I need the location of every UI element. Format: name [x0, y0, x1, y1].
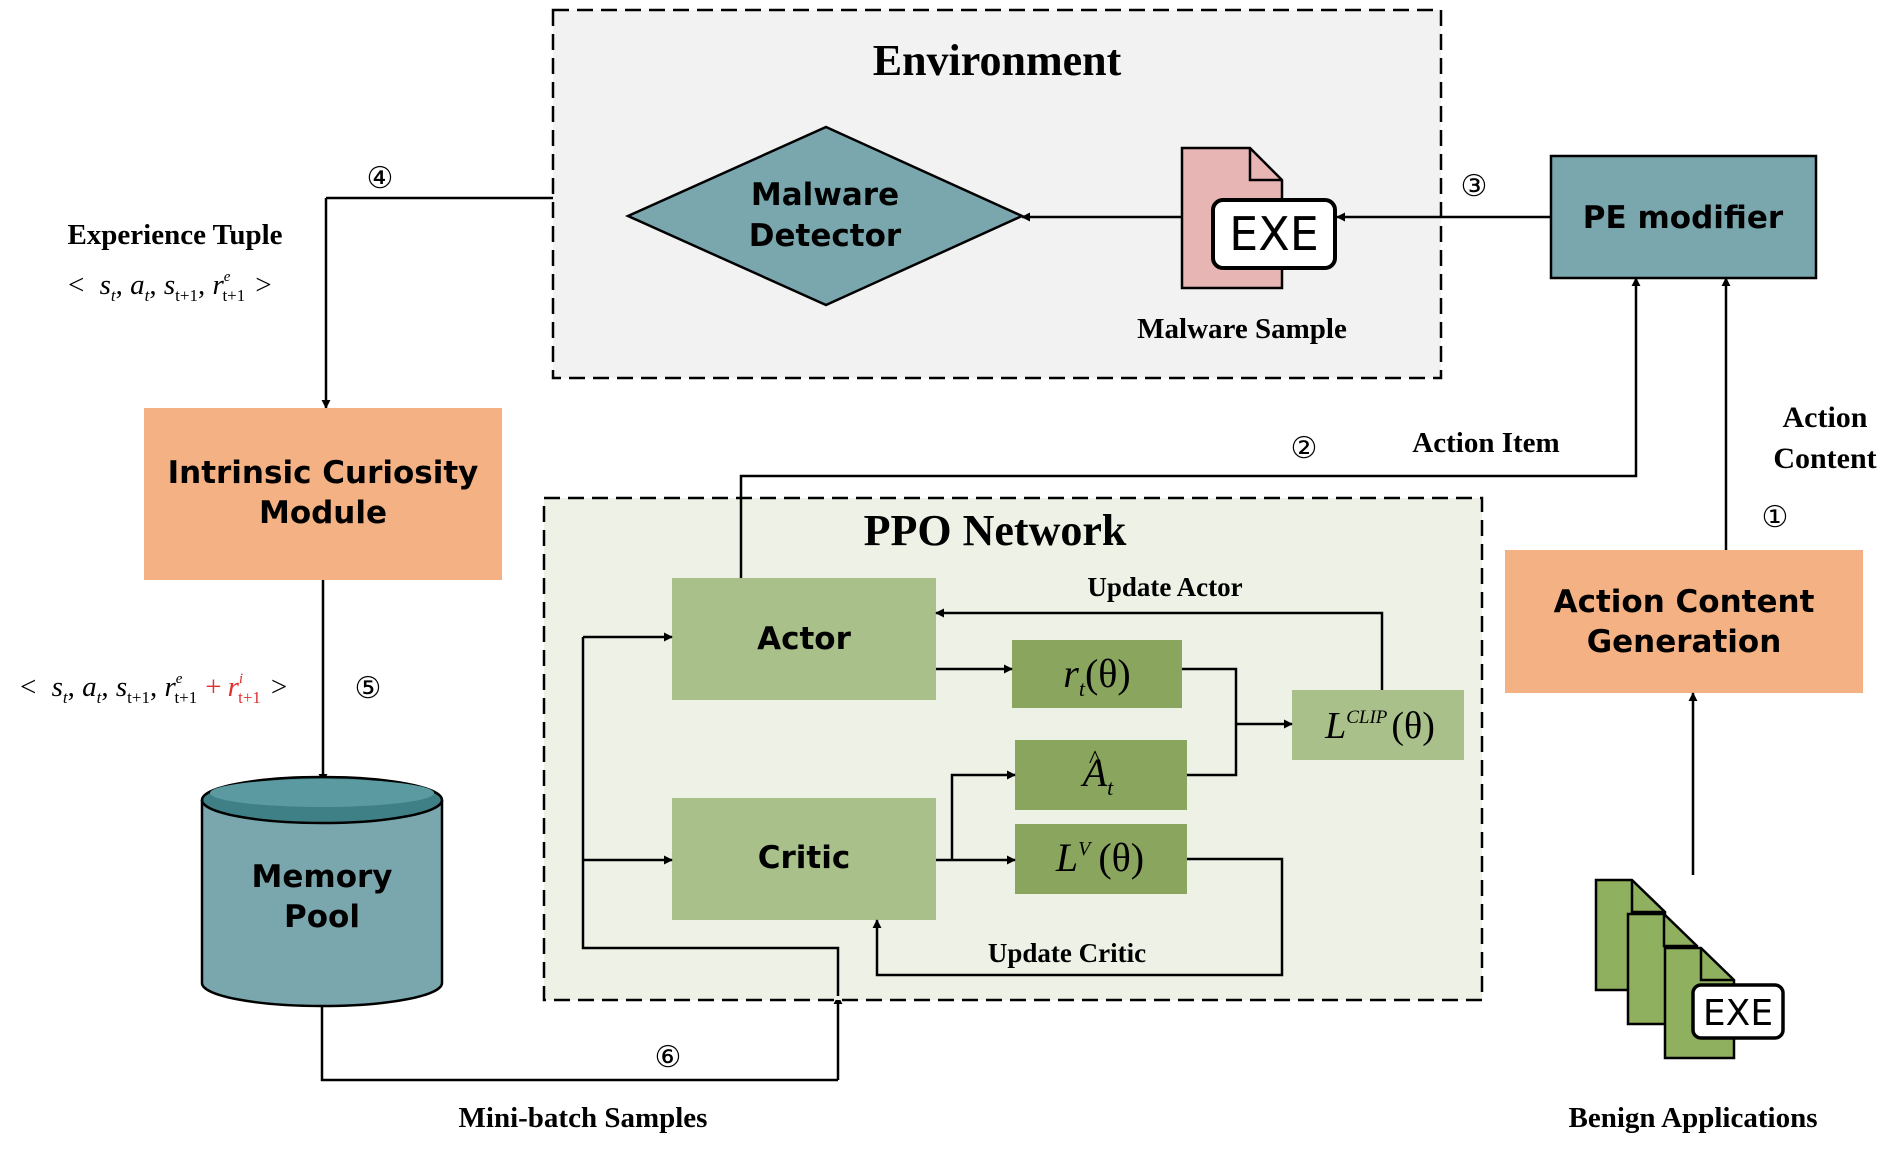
intrinsic-curiosity-module-box	[144, 408, 502, 580]
actor-box	[672, 578, 936, 700]
benign-exe-text: EXE	[1703, 993, 1773, 1034]
clip-loss-box	[1292, 690, 1464, 760]
malware-detector-label-line2: Detector	[749, 218, 902, 254]
experience-tuple-label: Experience Tuple	[67, 219, 282, 251]
benign-app-exe-icons: EXE	[1594, 878, 1785, 1060]
critic-box	[672, 798, 936, 920]
action-content-generation-box	[1505, 550, 1863, 693]
ratio-formula: rt(θ)	[1063, 651, 1131, 701]
memory-pool-label-line1: Memory	[252, 859, 393, 895]
connector-memory-to-ppo	[320, 1006, 838, 1082]
step-4-label: ④	[367, 162, 394, 195]
advantage-formula: At	[1080, 750, 1114, 800]
clip-loss-formula: LCLIP(θ)	[1324, 705, 1435, 747]
advantage-hat: ^	[1089, 745, 1101, 774]
malware-sample-exe-text: EXE	[1229, 207, 1319, 261]
icm-label-line1: Intrinsic Curiosity	[168, 455, 479, 491]
step-6-label: ⑥	[655, 1041, 682, 1074]
action-content-generation-line2: Generation	[1587, 624, 1782, 660]
icm-label-line2: Module	[259, 495, 387, 531]
value-loss-box	[1015, 824, 1187, 894]
advantage-box	[1015, 740, 1187, 810]
ratio-box	[1012, 640, 1182, 708]
pe-modifier-box	[1549, 154, 1818, 280]
connector-ratio-to-clip	[1182, 667, 1238, 777]
benign-applications-label: Benign Applications	[1569, 1102, 1818, 1134]
malware-sample-exe-icon: EXE	[1180, 146, 1337, 290]
actor-label: Actor	[757, 621, 851, 657]
step-2-label: ②	[1291, 432, 1318, 465]
action-content-generation-line1: Action Content	[1554, 584, 1815, 620]
step-5-label: ⑤	[355, 672, 382, 705]
action-item-label: Action Item	[1412, 427, 1559, 459]
mini-batch-label: Mini-batch Samples	[459, 1102, 708, 1134]
step-3-label: ③	[1461, 170, 1488, 203]
malware-detector-label-line1: Malware	[751, 177, 899, 213]
update-critic-arrow	[872, 857, 1284, 977]
action-content-label-line2: Content	[1773, 442, 1876, 475]
ppo-network-title: PPO Network	[864, 506, 1127, 555]
step-1-label: ①	[1762, 501, 1789, 534]
update-actor-arrow	[935, 608, 1384, 690]
arrow-actor-to-pe	[739, 277, 1641, 578]
value-loss-formula: LV(θ)	[1055, 835, 1144, 880]
connector-minibatch-left	[581, 637, 840, 996]
memory-pool-cylinder	[200, 775, 444, 1008]
pe-modifier-label: PE modifier	[1583, 200, 1784, 236]
environment-title: Environment	[873, 36, 1122, 85]
action-content-label-line1: Action	[1783, 401, 1868, 434]
arrow-critic-to-advantage	[950, 770, 1016, 860]
critic-label: Critic	[758, 840, 851, 876]
update-critic-label: Update Critic	[988, 938, 1146, 968]
memory-pool-label-line2: Pool	[284, 899, 360, 935]
malware-sample-label: Malware Sample	[1137, 313, 1347, 345]
update-actor-label: Update Actor	[1087, 572, 1242, 602]
